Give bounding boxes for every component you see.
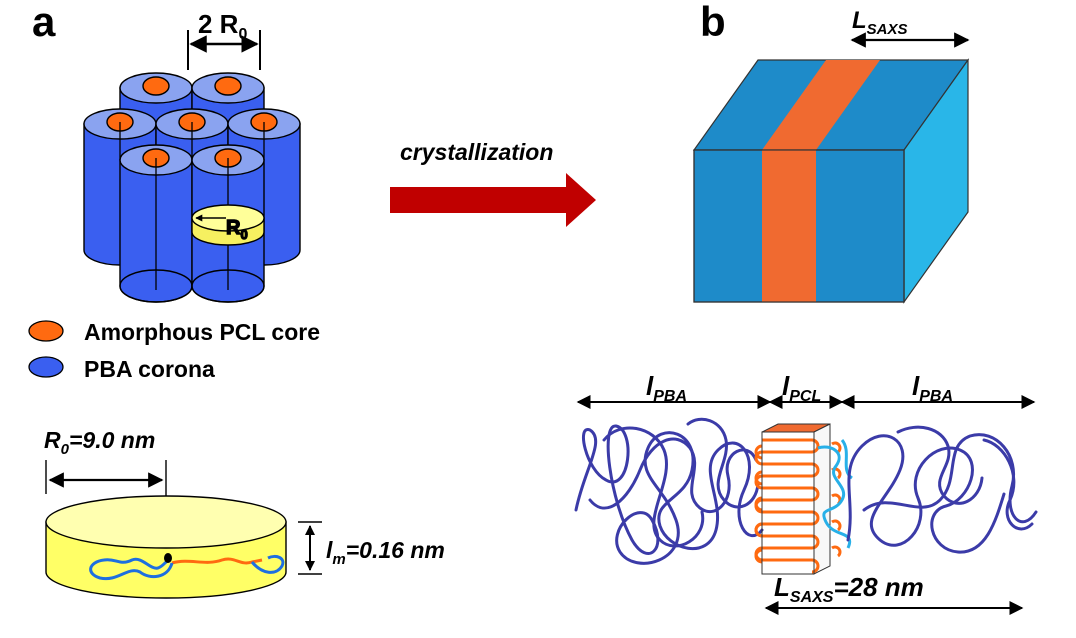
pcl-fold xyxy=(754,522,812,538)
bottom-dimension: LSAXS=28 nm xyxy=(764,572,1024,615)
disk-diagram: R0=9.0 nm lm=0.16 nm xyxy=(44,427,445,599)
panel-a: a 2 R0 xyxy=(28,0,445,599)
pcl-fold-loop xyxy=(754,548,763,564)
pcl-fold xyxy=(762,438,820,454)
panel-a-letter: a xyxy=(32,0,56,45)
pcl-fold-loop xyxy=(831,545,842,558)
pcl-core xyxy=(214,76,242,96)
legend-corona-swatch xyxy=(28,356,64,378)
pcl-core xyxy=(142,76,170,96)
segment-pba-left-label: lPBA xyxy=(646,371,687,405)
pcl-fold-loop xyxy=(831,441,842,454)
legend-core-label: Amorphous PCL core xyxy=(84,319,320,345)
panel-b: b LSAXS lPBA lPCL xyxy=(574,0,1038,615)
yellow-slice: R0 xyxy=(191,204,265,246)
pcl-fold-loop xyxy=(754,496,763,512)
lamellar-block xyxy=(692,58,970,304)
block-dimension: LSAXS xyxy=(850,7,970,48)
disk-thickness-label: lm=0.16 nm xyxy=(326,537,445,568)
pcl-fold xyxy=(762,558,820,574)
segment-pcl-label: lPCL xyxy=(782,371,821,405)
segment-pba-right-label: lPBA xyxy=(912,371,953,405)
cylinder-bundle: R0 xyxy=(83,72,301,303)
pba-coil-right xyxy=(846,425,1038,554)
disk-chain xyxy=(171,557,263,565)
arrow-label: crystallization xyxy=(400,139,553,165)
pcl-fold-loop xyxy=(831,519,842,532)
pcl-fold xyxy=(754,546,812,562)
pcl-fold xyxy=(762,534,820,550)
segment-dimensions: lPBA lPCL lPBA xyxy=(576,371,1036,409)
block-dimension-label: LSAXS xyxy=(852,7,908,38)
pcl-fold xyxy=(754,450,812,466)
pcl-lamella xyxy=(754,423,854,575)
crystallization-arrow: crystallization xyxy=(390,139,596,227)
pcl-fold-loop xyxy=(754,522,763,538)
pcl-fold xyxy=(762,462,820,478)
slice-radius-label: R0 xyxy=(226,217,248,242)
legend-core-swatch xyxy=(28,320,64,342)
legend-corona-label: PBA corona xyxy=(84,356,215,382)
pcl-fold-loop xyxy=(754,470,763,486)
pcl-fold xyxy=(762,510,820,526)
top-dimension-label: 2 R0 xyxy=(198,9,247,43)
bottom-dimension-label: LSAXS=28 nm xyxy=(774,572,924,606)
top-dimension: 2 R0 xyxy=(187,9,261,70)
pba-coil-left xyxy=(574,417,764,565)
pcl-fold-loop xyxy=(754,444,763,460)
disk-chain-blue xyxy=(89,554,285,581)
panel-b-letter: b xyxy=(700,0,726,45)
legend: Amorphous PCL core PBA corona xyxy=(28,319,320,382)
disk-radius-label: R0=9.0 nm xyxy=(44,427,155,458)
pcl-fold xyxy=(754,474,812,490)
pcl-fold xyxy=(762,486,820,502)
pcl-fold xyxy=(754,498,812,514)
